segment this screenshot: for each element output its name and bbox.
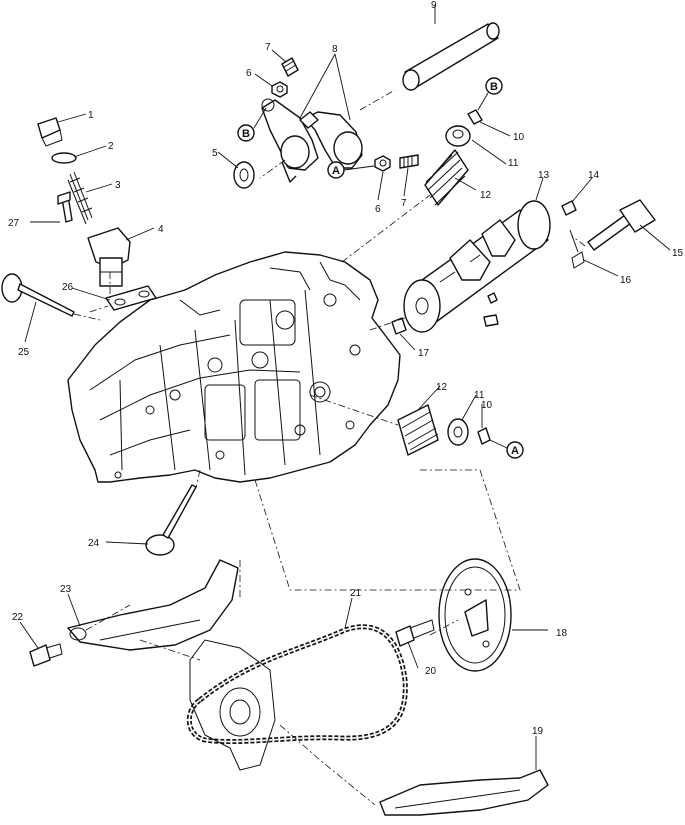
- valve-intake: [1, 273, 75, 317]
- callout-19: 19: [532, 726, 544, 737]
- ref-a-lower: A: [489, 439, 524, 459]
- rocker-shaft: [402, 22, 500, 91]
- ref-b-left: B: [237, 107, 267, 142]
- adjuster-screw-top: [281, 57, 299, 77]
- callout-18: 18: [556, 628, 568, 639]
- callout-7-top: 7: [265, 42, 271, 53]
- adjuster-nut-top: [271, 81, 288, 98]
- callout-5: 5: [212, 148, 218, 159]
- sprocket-bolt: [395, 619, 435, 647]
- crankcase-section: [189, 639, 276, 771]
- ref-a-upper: A: [327, 161, 375, 179]
- callout-labels: 1 2 3 27 4 5 6 7 8 9 10 11 12 6 7 13 14 …: [8, 0, 684, 737]
- decompressor-assembly: [587, 199, 656, 251]
- ref-label: A: [332, 165, 340, 177]
- cam-chain: [186, 624, 408, 745]
- callout-23: 23: [60, 584, 72, 595]
- callout-11-top: 11: [508, 158, 519, 169]
- callout-22: 22: [12, 612, 24, 623]
- guide-bolt: [29, 643, 63, 667]
- valve-retainer-lower: [447, 418, 469, 446]
- callout-25: 25: [18, 347, 30, 358]
- callout-15: 15: [672, 248, 684, 259]
- callout-12-top: 12: [480, 190, 492, 201]
- ref-label: A: [511, 445, 519, 457]
- ref-label: B: [490, 81, 498, 93]
- chain-guide-rear: [379, 769, 549, 816]
- callout-24: 24: [88, 538, 100, 549]
- ref-b-right: B: [477, 77, 503, 111]
- valve-keeper-top: [467, 109, 483, 125]
- ref-label: B: [242, 128, 250, 140]
- callout-8: 8: [332, 44, 338, 55]
- dowel-pin: [561, 200, 577, 216]
- callout-3: 3: [115, 180, 121, 191]
- camshaft: [403, 200, 551, 333]
- callout-9: 9: [431, 0, 437, 11]
- valve-spring-top: [424, 149, 469, 206]
- callout-20: 20: [425, 666, 437, 677]
- cylinder-head: [67, 251, 401, 483]
- callout-2: 2: [108, 141, 114, 152]
- callout-16: 16: [620, 275, 632, 286]
- rocker-arm-left: [261, 98, 319, 183]
- callout-21: 21: [350, 588, 362, 599]
- adjuster-nut-lower: [374, 155, 391, 172]
- valve-keeper-lower: [477, 427, 491, 445]
- sealing-washer: [51, 152, 77, 164]
- callout-7-lower: 7: [401, 198, 407, 209]
- valve-exhaust: [145, 484, 197, 556]
- callout-26: 26: [62, 282, 74, 293]
- callout-11-lower: 11: [474, 390, 485, 401]
- callout-1: 1: [88, 110, 94, 121]
- tensioner-plug: [37, 117, 63, 147]
- callout-27: 27: [8, 218, 20, 229]
- cam-sprocket: [438, 558, 512, 672]
- tensioner-spring: [67, 171, 93, 225]
- callout-6-top: 6: [246, 68, 252, 79]
- callout-17: 17: [418, 348, 430, 359]
- tensioner-gasket: [105, 285, 157, 311]
- leader-lines: [19, 5, 671, 770]
- spring-clip: [569, 229, 585, 269]
- assembly-lines: [73, 89, 586, 806]
- valve-spring-lower: [397, 404, 439, 456]
- chain-guide-front: [67, 559, 239, 651]
- callout-6-lower: 6: [375, 204, 381, 215]
- callout-12-lower: 12: [436, 382, 448, 393]
- rocker-arm-right: [299, 111, 363, 169]
- small-plug-camshaft: [483, 292, 499, 327]
- thrust-washer: [233, 161, 255, 189]
- callout-4: 4: [158, 224, 164, 235]
- cam-chain-tensioner: [87, 227, 131, 287]
- callout-10-lower: 10: [481, 400, 493, 411]
- callout-10-top: 10: [513, 132, 525, 143]
- cam-plug: [391, 317, 407, 335]
- tensioner-bolt: [57, 191, 73, 223]
- adjuster-screw-lower: [399, 154, 419, 169]
- valve-retainer-top: [445, 125, 471, 147]
- callout-13: 13: [538, 170, 550, 181]
- callout-14: 14: [588, 170, 600, 181]
